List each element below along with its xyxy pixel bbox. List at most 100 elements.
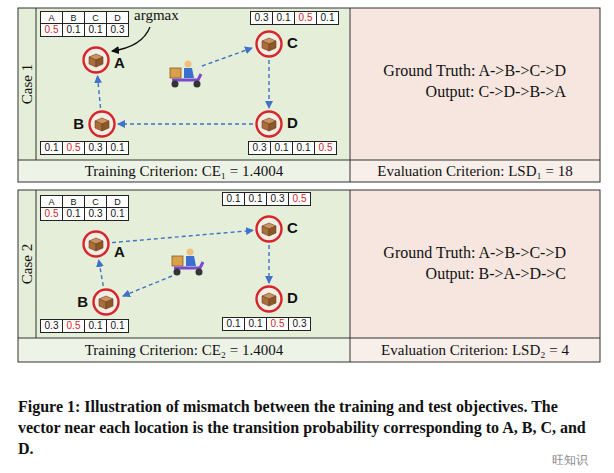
probability-cell: 0.1 xyxy=(316,11,339,25)
result-line: Ground Truth: A->B->C->D xyxy=(383,242,566,263)
route-arrow xyxy=(268,245,269,283)
probability-cell: 0.5 xyxy=(314,141,337,155)
location-letter: D xyxy=(286,290,299,305)
criterion-text: Evaluation Criterion: LSD₁ = 18 xyxy=(377,162,572,180)
courier-path xyxy=(123,276,172,296)
probability-cell: 0.5 xyxy=(266,317,289,331)
strip-ground xyxy=(18,160,350,182)
location-node: C xyxy=(255,215,283,243)
probability-cell: 0.5 xyxy=(40,23,63,37)
probability-cell: 0.1 xyxy=(62,23,85,37)
probability-cell: 0.3 xyxy=(84,141,107,155)
result-line: Output: B->A->D->C xyxy=(426,263,566,284)
divider xyxy=(18,160,600,161)
package-icon xyxy=(255,110,283,138)
probability-cell: 0.1 xyxy=(244,317,267,331)
probability-cell: 0.1 xyxy=(244,192,267,206)
strip-ground xyxy=(18,338,350,362)
argmax-label: argmax xyxy=(134,7,179,24)
location-node: A xyxy=(82,46,110,74)
route-arrow xyxy=(112,230,253,242)
route-arrow xyxy=(118,123,253,124)
location-letter: B xyxy=(72,116,85,131)
courier-icon xyxy=(172,249,203,276)
strip-ground xyxy=(350,338,600,362)
result-line: Ground Truth: A->B->C->D xyxy=(383,60,566,81)
result-box: Ground Truth: A->B->C->DOutput: C->D->B-… xyxy=(350,8,600,160)
location-node: D xyxy=(255,110,283,138)
location-letter: C xyxy=(286,35,299,50)
figure-caption: Figure 1: Illustration of mismatch betwe… xyxy=(18,396,602,459)
panel-ground xyxy=(350,190,600,338)
package-icon xyxy=(255,30,283,58)
criterion-strip: Training Criterion: CE₁ = 1.4004 xyxy=(18,160,350,182)
package-icon xyxy=(82,230,110,258)
divider xyxy=(350,8,351,182)
probability-cell: 0.3 xyxy=(288,317,311,331)
divider xyxy=(18,338,600,339)
probability-cell: 0.3 xyxy=(266,192,289,206)
package-icon xyxy=(255,215,283,243)
location-node: A xyxy=(82,230,110,258)
probability-cell: 0.1 xyxy=(292,141,315,155)
divider xyxy=(36,8,37,160)
probability-cell: 0.1 xyxy=(106,207,129,221)
courier-icon xyxy=(170,61,201,88)
probability-cell: 0.1 xyxy=(106,141,129,155)
probability-cell: 0.1 xyxy=(222,192,245,206)
panel-border xyxy=(18,190,600,362)
location-letter: D xyxy=(286,115,299,130)
divider xyxy=(350,190,351,362)
criterion-text: Training Criterion: CE₂ = 1.4004 xyxy=(85,341,284,359)
route-arrow xyxy=(98,76,101,108)
location-letter: B xyxy=(76,294,89,309)
strip-ground xyxy=(350,160,600,182)
probability-cell: 0.5 xyxy=(62,141,85,155)
probability-cell: 0.5 xyxy=(294,11,317,25)
route-arrow xyxy=(268,60,269,108)
probability-cell: 0.3 xyxy=(248,141,271,155)
probability-cell: 0.1 xyxy=(272,11,295,25)
package-icon xyxy=(92,288,120,316)
probability-cell: 0.5 xyxy=(40,207,63,221)
package-icon xyxy=(88,110,116,138)
probability-cell: 0.1 xyxy=(84,23,107,37)
courier-path xyxy=(202,48,252,66)
route-arrow xyxy=(99,260,103,286)
probability-cell: 0.1 xyxy=(222,317,245,331)
case-label: Case 1 xyxy=(19,64,35,104)
panel-ground xyxy=(350,8,600,160)
probability-cell: 0.5 xyxy=(62,319,85,333)
panel-ground xyxy=(18,190,350,338)
panel-ground xyxy=(18,8,350,160)
location-letter: A xyxy=(113,55,126,70)
criterion-strip: Training Criterion: CE₂ = 1.4004 xyxy=(18,338,350,362)
probability-cell: 0.1 xyxy=(106,319,129,333)
criterion-strip: Evaluation Criterion: LSD₂ = 4 xyxy=(350,338,600,362)
criterion-strip: Evaluation Criterion: LSD₁ = 18 xyxy=(350,160,600,182)
result-box: Ground Truth: A->B->C->DOutput: B->A->D-… xyxy=(350,190,600,338)
location-node: B xyxy=(88,110,116,138)
case-label: Case 2 xyxy=(19,244,35,284)
probability-cell: 0.3 xyxy=(40,319,63,333)
location-letter: C xyxy=(286,220,299,235)
probability-cell: 0.3 xyxy=(84,207,107,221)
package-icon xyxy=(255,285,283,313)
probability-cell: 0.1 xyxy=(270,141,293,155)
criterion-text: Training Criterion: CE₁ = 1.4004 xyxy=(85,162,284,180)
location-node: D xyxy=(255,285,283,313)
location-node: B xyxy=(92,288,120,316)
divider xyxy=(36,190,37,338)
probability-cell: 0.1 xyxy=(84,319,107,333)
probability-cell: 0.1 xyxy=(62,207,85,221)
probability-cell: 0.5 xyxy=(288,192,311,206)
probability-cell: 0.1 xyxy=(40,141,63,155)
location-letter: A xyxy=(113,244,126,259)
criterion-text: Evaluation Criterion: LSD₂ = 4 xyxy=(381,341,569,359)
location-node: C xyxy=(255,30,283,58)
package-icon xyxy=(82,46,110,74)
result-line: Output: C->D->B->A xyxy=(426,81,566,102)
probability-cell: 0.3 xyxy=(250,11,273,25)
probability-cell: 0.3 xyxy=(106,23,129,37)
watermark: 旺知识 xyxy=(552,452,588,469)
